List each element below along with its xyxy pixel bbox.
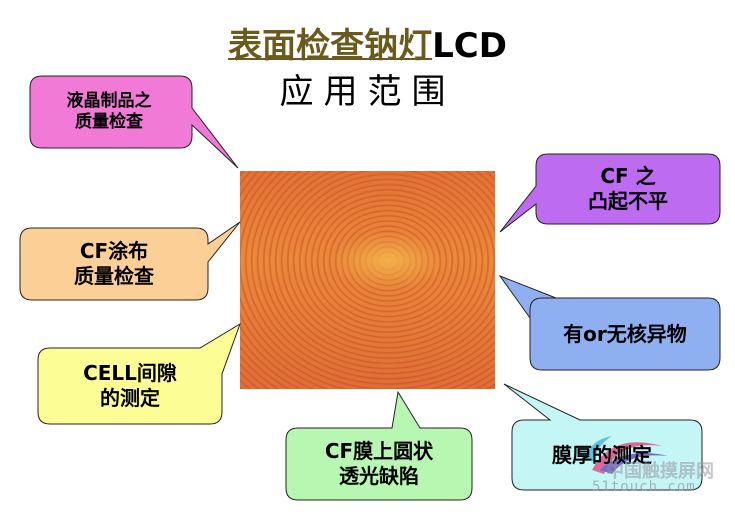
label-line: 质量检查 <box>74 264 154 288</box>
watermark: 中国触摸屏网 51touch.com <box>592 455 732 495</box>
label-cf-film-defect: CF膜上圆状 透光缺陷 <box>288 428 470 500</box>
label-line: 膜厚的测定 <box>552 442 652 467</box>
label-film-thickness: 膜厚的测定 <box>512 420 692 490</box>
watermark-logo-icon <box>586 436 668 474</box>
label-line: CF 之 <box>600 164 656 188</box>
page-subtitle: 应用范围 <box>279 72 456 112</box>
title-underlined: 表面检查钠灯 <box>228 26 433 66</box>
label-line: 的测定 <box>100 386 160 410</box>
watermark-text: 中国触摸屏网 <box>606 461 714 482</box>
label-foreign-matter: 有or无核异物 <box>530 301 720 367</box>
callout-foreign-matter <box>498 274 721 371</box>
callout-lcd-products <box>29 75 239 169</box>
label-line: CF膜上圆状 <box>324 439 434 463</box>
title-lcd: LCD <box>432 26 507 66</box>
label-line: 有or无核异物 <box>563 321 687 346</box>
label-line: CELL间隙 <box>83 361 177 385</box>
callout-cf-coating <box>19 221 241 301</box>
label-cell-gap: CELL间隙 的测定 <box>40 350 220 422</box>
watermark-url: 51touch.com <box>592 479 696 495</box>
callout-cell-gap <box>37 322 241 425</box>
label-lcd-products: 液晶制品之 质量检查 <box>34 79 184 145</box>
label-cf-bumps: CF 之 凸起不平 <box>538 156 718 222</box>
label-line: 液晶制品之 <box>66 90 152 111</box>
label-line: CF涂布 <box>79 239 149 263</box>
interference-pattern-image <box>240 171 495 389</box>
page-title: 表面检查钠灯LCD <box>0 18 735 67</box>
label-line: 透光缺陷 <box>339 464 419 488</box>
label-cf-coating: CF涂布 质量检查 <box>22 229 206 299</box>
callout-cf-film-defect <box>285 390 473 501</box>
callout-cf-bumps <box>499 153 721 233</box>
label-line: 凸起不平 <box>588 189 668 213</box>
label-line: 质量检查 <box>75 112 143 132</box>
callout-film-thickness <box>503 383 703 491</box>
